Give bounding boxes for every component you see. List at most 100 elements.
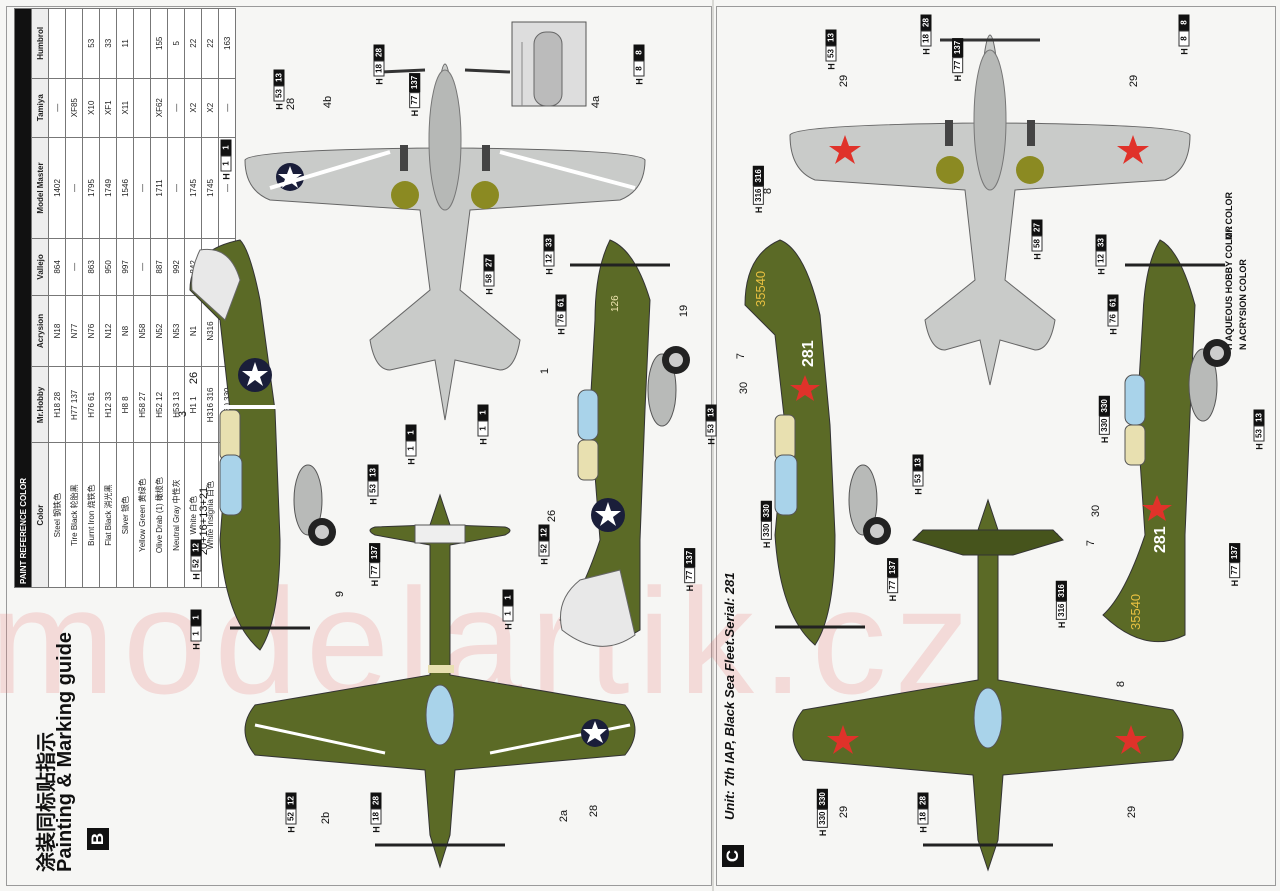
paint-table-cell [48, 8, 66, 79]
paint-table-cell: H8 8 [116, 366, 134, 443]
b-callout-prefix: H [706, 438, 716, 445]
paint-table-cell: Burnt Iron 烧铁色 [82, 442, 100, 588]
c-decal-number: 30 [1090, 504, 1103, 518]
paint-table-cell: XF1 [99, 78, 117, 138]
b-decal-number: 4a [590, 95, 603, 109]
c-callout-prefix: H [918, 826, 928, 833]
paint-table-header: Color [31, 442, 49, 588]
c-underside-view [789, 34, 1191, 386]
b-callout-mr-hobby-code: 27 [483, 254, 495, 271]
b-callout-prefix: H [544, 268, 554, 275]
b-callout-prefix: H [503, 623, 513, 630]
b-callout-mr-hobby-code: 1 [502, 589, 514, 606]
c-callout-mr-hobby-code: 33 [1095, 234, 1107, 251]
c-callout-prefix: H [1099, 436, 1110, 444]
b-callout-acrysion-code: 18 [373, 60, 385, 77]
paint-table-cell: — [218, 78, 236, 138]
b-callout-prefix: H [684, 584, 695, 592]
b-callout-prefix: H [478, 438, 488, 445]
c-callout-acrysion-code: 77 [887, 577, 899, 594]
b-callout-acrysion-code: 52 [285, 808, 297, 825]
paint-table-cell: 1795 [82, 137, 100, 239]
c-callout-prefix: H [913, 488, 923, 495]
b-callout-acrysion-code: 77 [369, 562, 381, 579]
paint-table-cell: 1402 [48, 137, 66, 239]
b-decal-number: 2b [320, 811, 333, 825]
b-callout-prefix: H [221, 173, 231, 180]
c-callout-mr-hobby-code: 13 [825, 29, 837, 46]
c-callout-mr-hobby-code: 28 [917, 792, 929, 809]
c-decal-number: 29 [1126, 805, 1139, 819]
paint-table-header: Model Master [31, 137, 49, 239]
b-callout-acrysion-code: 76 [555, 310, 567, 327]
paint-table-cell: N8 [116, 295, 134, 367]
paint-table-cell: 53 [82, 8, 100, 79]
paint-table-cell: 155 [150, 8, 168, 79]
c-callout-acrysion-code: 53 [1253, 425, 1265, 442]
b-callout-mr-hobby-code: 28 [370, 792, 382, 809]
c-callout-prefix: H [1032, 253, 1042, 260]
paint-table-title: PAINT REFERENCE COLOR [14, 8, 32, 588]
paint-table-cell: H58 27 [133, 366, 151, 443]
paint-table-cell: X11 [116, 78, 134, 138]
b-callout-mr-hobby-code: 13 [367, 464, 379, 481]
paint-table-cell: XF62 [150, 78, 168, 138]
b-decal-number: 9 [334, 590, 347, 598]
b-callout-prefix: H [406, 458, 416, 465]
paint-table-cell [133, 78, 151, 138]
c-decal-number: 7 [735, 352, 748, 360]
paint-table-cell: 22 [184, 8, 202, 79]
paint-table-cell: XF85 [65, 78, 83, 138]
b-callout-mr-hobby-code: 137 [369, 542, 381, 563]
c-callout-prefix: H [1056, 621, 1067, 629]
b-callout-mr-hobby-code: 12 [285, 792, 297, 809]
c-callout-acrysion-code: 53 [912, 470, 924, 487]
b-callout-acrysion-code: 77 [409, 92, 421, 109]
c-callout-mr-hobby-code: 330 [816, 789, 828, 809]
legend-acrysion: N ACRYSION COLOR [1238, 259, 1248, 350]
c-callout-mr-hobby-code: 330 [1098, 396, 1110, 416]
c-callout-prefix: H [1254, 443, 1264, 450]
paint-table-cell: 997 [116, 238, 134, 296]
c-callout-prefix: H [761, 541, 772, 549]
c-callout-prefix: H [887, 594, 898, 602]
detail-inset [511, 21, 587, 107]
paint-table-cell: Tire Black 轮胎黑 [65, 442, 83, 588]
b-callout-prefix: H [368, 498, 378, 505]
paint-table-header: Acrysion [31, 295, 49, 367]
b-callout-acrysion-code: 8 [633, 60, 645, 77]
b-callout-prefix: H [539, 558, 549, 565]
paint-table-cell: N76 [82, 295, 100, 367]
b-code-text: 126 [610, 295, 621, 312]
c-number-left: 281 [800, 340, 817, 367]
paint-table-cell: 163 [218, 8, 236, 79]
paint-table-cell: — [48, 78, 66, 138]
c-callout-acrysion-code: 330 [760, 520, 772, 540]
b-callout-prefix: H [634, 78, 644, 85]
paint-table-cell: 887 [150, 238, 168, 296]
b-callout-acrysion-code: 53 [705, 420, 717, 437]
b-callout-acrysion-code: 52 [190, 555, 202, 572]
b-decal-number: 28 [588, 804, 601, 818]
c-callout-acrysion-code: 76 [1107, 310, 1119, 327]
